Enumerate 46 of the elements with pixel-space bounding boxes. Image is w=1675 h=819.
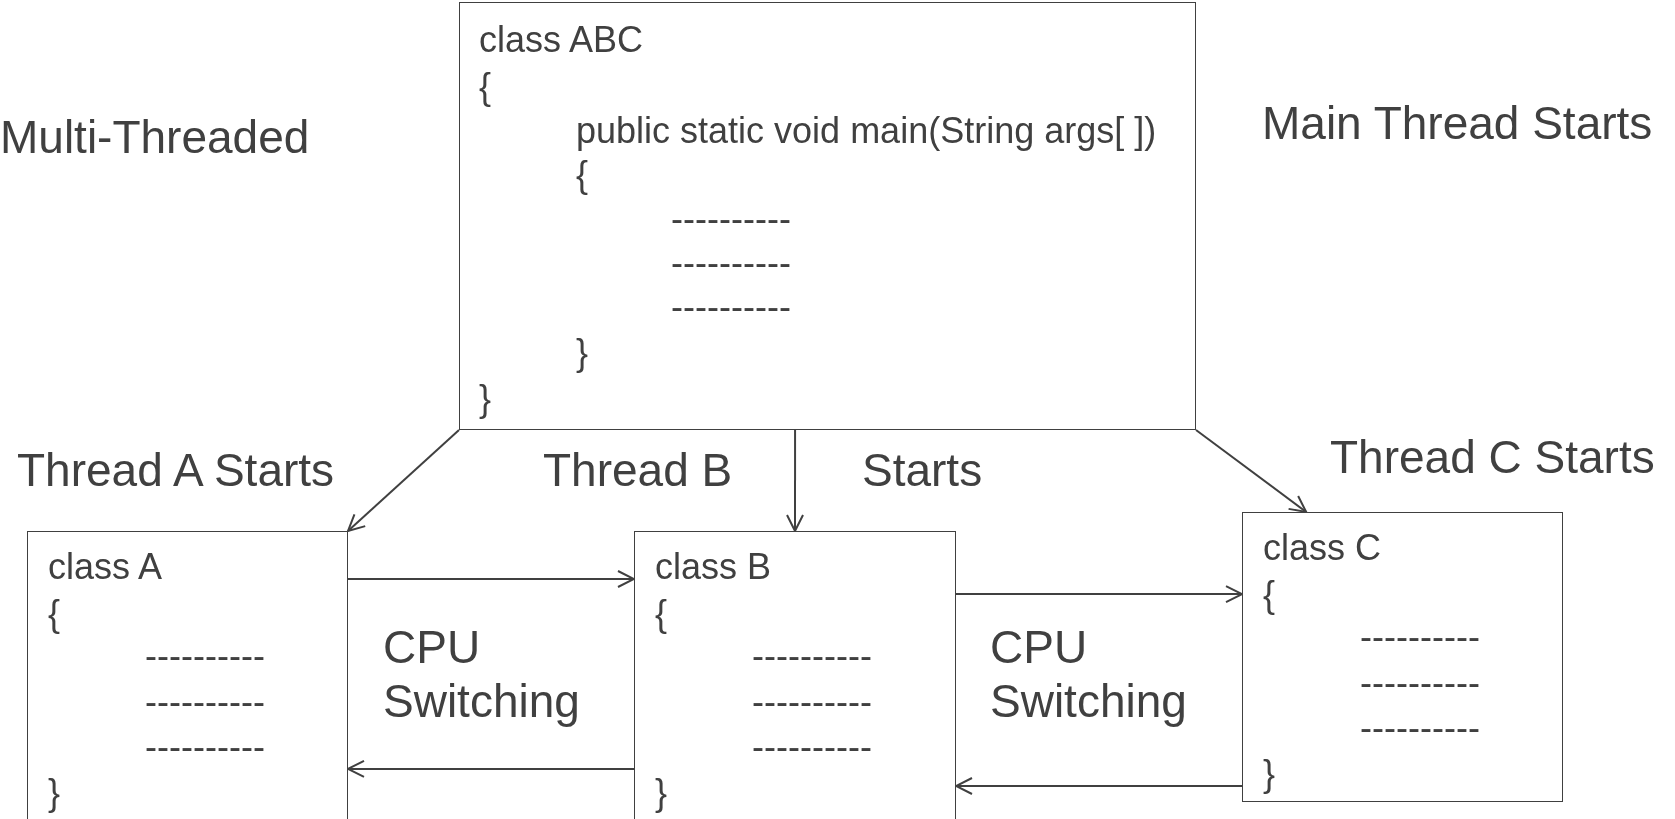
code-box [459,2,1196,430]
code-box [27,531,348,819]
code-line: class C [1263,528,1382,568]
code-box [1242,512,1563,802]
annotation-label: CPU Switching [990,620,1188,728]
code-line: class A [48,547,163,587]
code-line: { [576,155,589,195]
code-line: ---------- [1360,708,1480,748]
code-line: ---------- [145,727,265,767]
code-line: } [655,773,668,813]
annotation-label: Thread B [543,443,733,497]
code-line: { [48,594,61,634]
code-line: ---------- [671,199,791,239]
code-line: ---------- [752,727,872,767]
code-line: } [479,379,492,419]
annotation-label: Starts [862,443,983,497]
code-line: } [48,773,61,813]
code-line: class B [655,547,772,587]
arrow [347,429,460,532]
annotation-label: Thread A Starts [17,443,335,497]
code-line: class ABC [479,20,644,60]
code-line: ---------- [1360,617,1480,657]
code-line: ---------- [145,682,265,722]
arrow [347,759,635,778]
code-line: ---------- [1360,663,1480,703]
arrow [347,570,635,588]
code-line: { [1263,575,1276,615]
annotation-label: Main Thread Starts [1262,96,1653,150]
code-line: public static void main(String args[ ]) [576,111,1157,151]
arrow [1195,429,1308,513]
annotation-label: CPU Switching [383,620,581,728]
code-line: } [1263,754,1276,794]
annotation-label: Multi-Threaded [0,110,310,164]
code-line: { [655,594,668,634]
code-line: } [576,333,589,373]
arrow [955,777,1243,795]
code-line: ---------- [145,636,265,676]
arrow [955,585,1243,604]
code-line: ---------- [671,243,791,283]
code-line: ---------- [671,287,791,327]
code-line: ---------- [752,636,872,676]
arrow [786,429,804,532]
code-box [634,531,956,819]
annotation-label: Thread C Starts [1330,430,1655,484]
code-line: { [479,67,492,107]
code-line: ---------- [752,682,872,722]
